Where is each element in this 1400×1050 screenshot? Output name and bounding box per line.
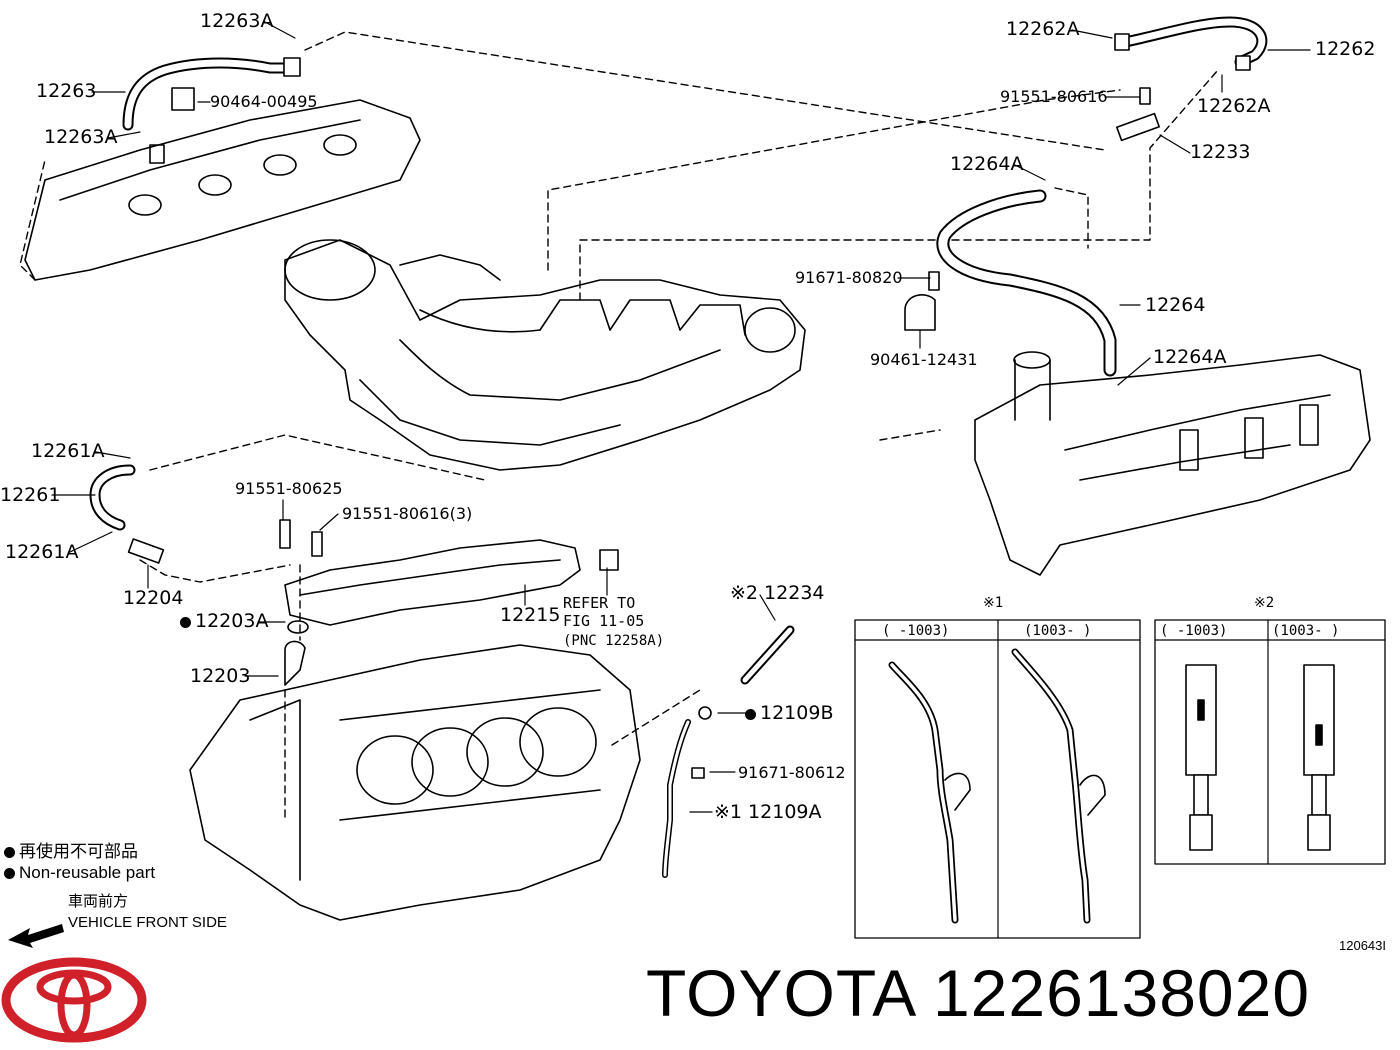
refer-note-line3: (PNC 12258A) bbox=[563, 633, 665, 649]
part-label: 91551-80616(3) bbox=[342, 504, 473, 523]
part-label: 12262 bbox=[1315, 38, 1376, 60]
legend-nonreusable-jp: 再使用不可部品 bbox=[4, 843, 138, 860]
part-label: 12203 bbox=[190, 665, 251, 687]
part-number: 1226138020 bbox=[932, 956, 1311, 1030]
dashed-connection-lines bbox=[19, 31, 1219, 821]
part-label: 12263 bbox=[36, 80, 97, 102]
part-label: 12264 bbox=[1145, 294, 1206, 316]
part-label-text: 12203A bbox=[195, 610, 269, 632]
variant-box-1-col2: (1003- ) bbox=[1024, 623, 1092, 639]
part-label: 90464-00495 bbox=[210, 92, 318, 111]
part-label: 12262A bbox=[1197, 95, 1271, 117]
part-label-nonreusable: 12109B bbox=[745, 704, 833, 723]
legend-front: VEHICLE FRONT SIDE bbox=[68, 914, 227, 931]
figure-id: 120643I bbox=[1339, 938, 1386, 953]
right-valve-cover bbox=[974, 351, 1371, 576]
leader-lines bbox=[51, 21, 1311, 813]
refer-note-line1: REFER TO bbox=[563, 594, 636, 612]
variant-box-1-title: ※1 bbox=[983, 595, 1004, 611]
part-label: 91671-80820 bbox=[795, 268, 903, 287]
variant-box-2-title: ※2 bbox=[1254, 595, 1275, 611]
ventilation-cover-plate bbox=[279, 519, 619, 626]
toyota-logo bbox=[1, 957, 147, 1043]
part-label: 12263A bbox=[44, 126, 118, 148]
nonreusable-dot-icon bbox=[745, 709, 756, 720]
part-label: 90461-12431 bbox=[870, 350, 978, 369]
part-label: 12263A bbox=[200, 10, 274, 32]
part-label: 91551-80616 bbox=[1000, 87, 1108, 106]
part-label: 12261 bbox=[0, 484, 61, 506]
variant-box-2-col1: ( -1003) bbox=[1160, 623, 1228, 639]
part-label: 12215 bbox=[500, 604, 561, 626]
part-label: 12264A bbox=[950, 153, 1024, 175]
variant-box-2-col2: (1003- ) bbox=[1272, 623, 1340, 639]
intake-manifold bbox=[284, 239, 806, 471]
legend-text: 再使用不可部品 bbox=[19, 842, 138, 861]
part-label: 12264A bbox=[1153, 346, 1227, 368]
legend-text: Non-reusable part bbox=[19, 863, 156, 882]
part-label: 12233 bbox=[1190, 141, 1251, 163]
part-label: ※2 12234 bbox=[730, 582, 825, 604]
nonreusable-dot-icon bbox=[4, 847, 15, 858]
left-valve-cover bbox=[24, 99, 421, 281]
part-label: 12261A bbox=[5, 541, 79, 563]
variant-box-1-col1: ( -1003) bbox=[882, 623, 950, 639]
part-label: 12261A bbox=[31, 440, 105, 462]
cylinder-block bbox=[189, 644, 641, 921]
part-label-text: 12109B bbox=[760, 702, 834, 724]
part-label: 91551-80625 bbox=[235, 479, 343, 498]
part-label: ※1 12109A bbox=[714, 801, 822, 823]
nonreusable-dot-icon bbox=[180, 617, 191, 628]
nonreusable-dot-icon bbox=[4, 868, 15, 879]
part-label: 91671-80612 bbox=[738, 763, 846, 782]
variant-box-2 bbox=[1154, 619, 1386, 865]
legend-nonreusable: Non-reusable part bbox=[4, 864, 155, 881]
part-label-nonreusable: 12203A bbox=[180, 612, 268, 631]
brand-name: TOYOTA bbox=[646, 956, 914, 1030]
brand-caption: TOYOTA 1226138020 bbox=[646, 960, 1310, 1026]
part-label: 12204 bbox=[123, 587, 184, 609]
refer-note-line2: FIG 11-05 bbox=[563, 612, 645, 630]
part-label: 12262A bbox=[1006, 18, 1080, 40]
legend-front-jp: 車両前方 bbox=[68, 893, 129, 910]
front-arrow-icon bbox=[8, 924, 64, 948]
